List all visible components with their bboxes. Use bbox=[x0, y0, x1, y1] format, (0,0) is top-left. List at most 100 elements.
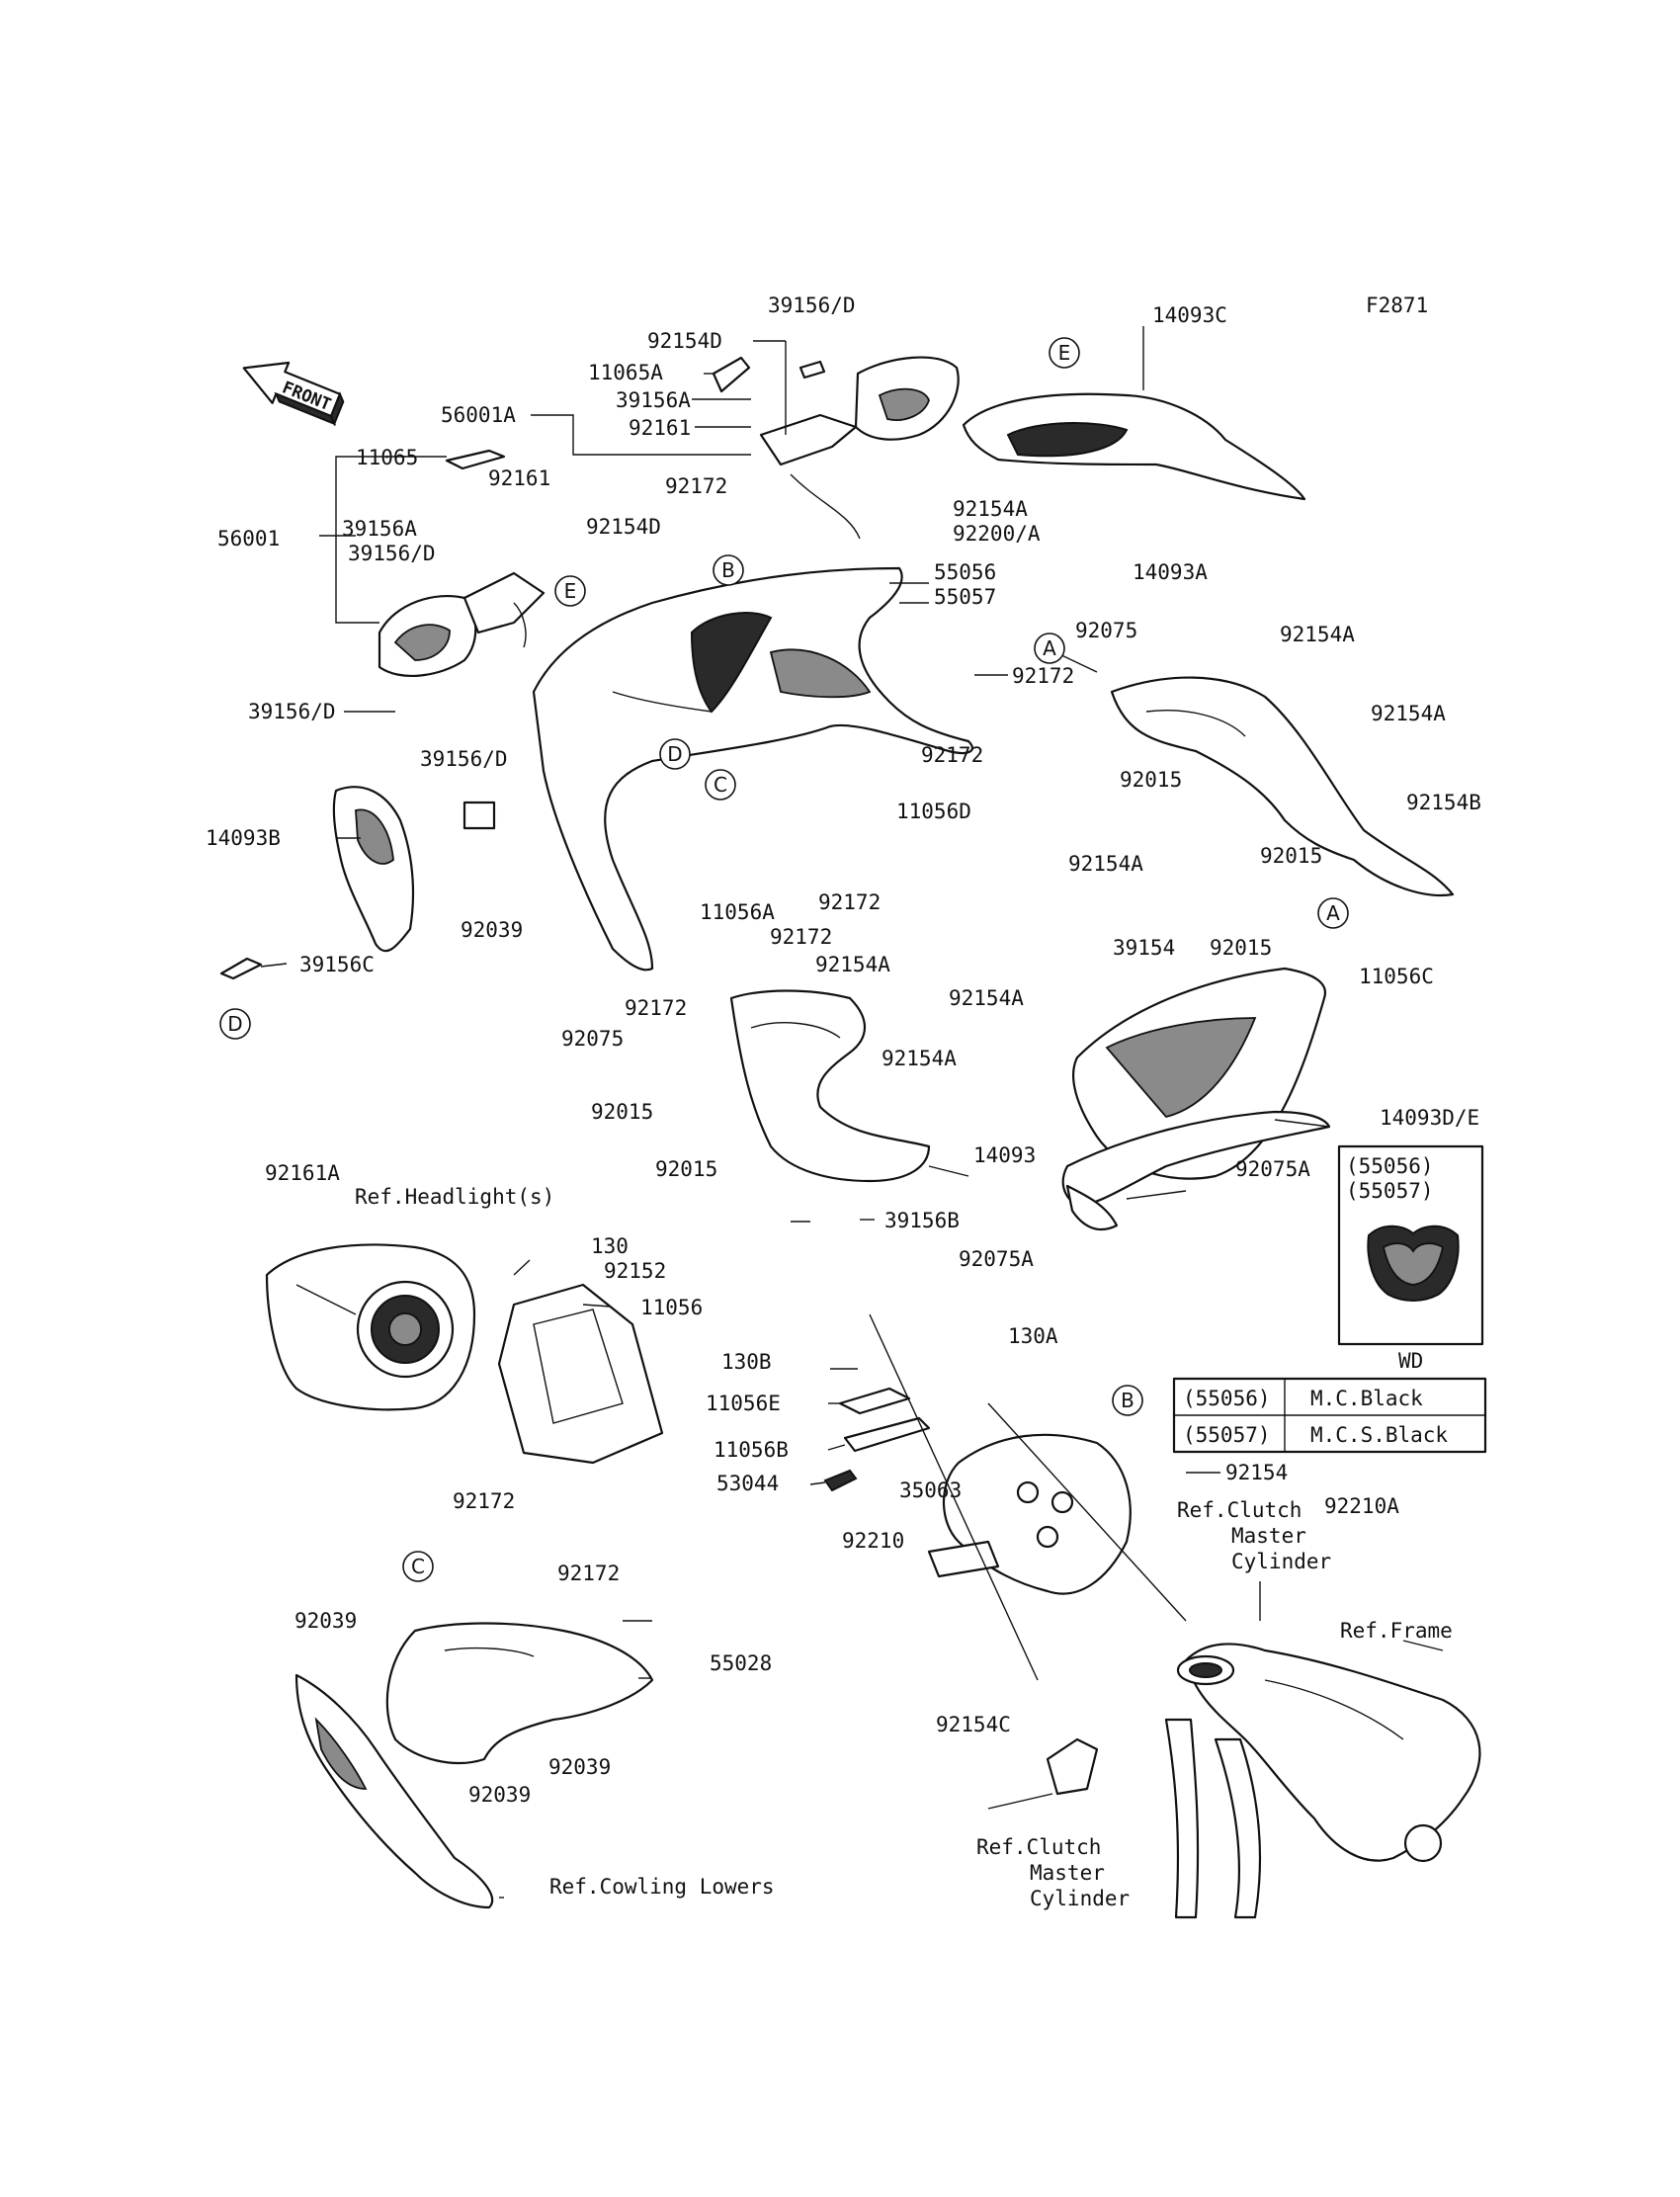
label-92015-r2: 92015 bbox=[1260, 844, 1322, 868]
label-39156D-top: 39156/D bbox=[768, 294, 856, 317]
label-130A: 130A bbox=[1008, 1324, 1058, 1348]
svg-text:C: C bbox=[714, 773, 727, 797]
label-92154A-c3: 92154A bbox=[882, 1047, 957, 1070]
bracket-11056E-11056B bbox=[823, 1387, 931, 1492]
svg-text:B: B bbox=[1121, 1389, 1134, 1412]
front-arrow-icon: FRONT bbox=[242, 361, 345, 427]
svg-text:A: A bbox=[1326, 901, 1340, 925]
label-92172-top: 92172 bbox=[665, 474, 727, 498]
label-92015-r: 92015 bbox=[1120, 768, 1182, 792]
label-92161A: 92161A bbox=[265, 1161, 340, 1185]
label-92172-b1: 92172 bbox=[453, 1489, 515, 1513]
callout-D-1: D bbox=[659, 738, 691, 770]
ref-headlights: Ref.Headlight(s) bbox=[355, 1185, 554, 1209]
label-11056E: 11056E bbox=[706, 1392, 781, 1415]
label-92152: 92152 bbox=[604, 1259, 666, 1283]
label-14093DE: 14093D/E bbox=[1380, 1106, 1479, 1130]
label-53044: 53044 bbox=[716, 1472, 779, 1495]
label-39156D-left: 39156/D bbox=[348, 542, 436, 565]
ref-clutch-top-1: Ref.Clutch bbox=[1177, 1498, 1302, 1522]
inner-panel-14093 bbox=[729, 989, 931, 1183]
label-11056C: 11056C bbox=[1359, 965, 1434, 988]
label-92172-b2: 92172 bbox=[557, 1562, 620, 1585]
label-11065: 11065 bbox=[356, 446, 418, 469]
mirror-right bbox=[759, 356, 960, 540]
label-92075-r: 92075 bbox=[1075, 619, 1137, 642]
callout-C-1: C bbox=[705, 769, 736, 801]
inner-panel-14093C bbox=[962, 392, 1306, 501]
callout-B-2: B bbox=[1112, 1385, 1143, 1416]
label-11056: 11056 bbox=[640, 1296, 703, 1319]
label-92039-b2: 92039 bbox=[548, 1755, 611, 1779]
label-92154A-r3: 92154A bbox=[1068, 852, 1143, 876]
ref-cowling-lowers: Ref.Cowling Lowers bbox=[549, 1875, 775, 1899]
label-14093A: 14093A bbox=[1133, 560, 1208, 584]
label-92039-b1: 92039 bbox=[294, 1609, 357, 1633]
reference-labels: Ref.Headlight(s) Ref.Clutch Master Cylin… bbox=[355, 1185, 1453, 1910]
label-92075A-2: 92075A bbox=[959, 1247, 1034, 1271]
trim-14093DE bbox=[1061, 1110, 1331, 1231]
side-panel-14093B bbox=[332, 786, 415, 953]
label-92161-left: 92161 bbox=[488, 466, 550, 490]
label-11056B: 11056B bbox=[714, 1438, 789, 1462]
stay-35063 bbox=[927, 1433, 1132, 1595]
label-92154B: 92154B bbox=[1406, 791, 1481, 814]
headlight-assembly bbox=[265, 1243, 476, 1411]
label-92172-mid2: 92172 bbox=[921, 743, 983, 767]
label-92015-c1: 92015 bbox=[591, 1100, 653, 1124]
label-55056: 55056 bbox=[934, 560, 996, 584]
label-92039-b3: 92039 bbox=[468, 1783, 531, 1807]
label-55028: 55028 bbox=[710, 1651, 772, 1675]
color-row-2-code: (55057) bbox=[1183, 1423, 1271, 1447]
lower-cowling bbox=[294, 1673, 494, 1909]
ref-clutch-bot-1: Ref.Clutch bbox=[976, 1835, 1101, 1859]
label-92039-l: 92039 bbox=[461, 918, 523, 942]
bracket-11065 bbox=[445, 449, 506, 470]
label-92172-c3: 92172 bbox=[625, 996, 687, 1020]
label-39156D-mid: 39156/D bbox=[248, 700, 336, 723]
bracket-11056 bbox=[497, 1283, 664, 1465]
label-92154A-top: 92154A bbox=[953, 497, 1028, 521]
label-55057: 55057 bbox=[934, 585, 996, 609]
ref-frame: Ref.Frame bbox=[1340, 1619, 1453, 1643]
pad-39156D-top bbox=[798, 360, 826, 380]
label-11056D: 11056D bbox=[896, 800, 971, 823]
side-panel-14093A bbox=[1110, 676, 1455, 896]
label-130: 130 bbox=[591, 1234, 629, 1258]
upper-cowl bbox=[532, 566, 973, 972]
clutch-bracket-92154C bbox=[1046, 1737, 1099, 1796]
color-row-1-color: M.C.Black bbox=[1310, 1387, 1423, 1410]
label-92154A-c2: 92154A bbox=[949, 986, 1024, 1010]
label-92154C: 92154C bbox=[936, 1713, 1011, 1736]
svg-text:E: E bbox=[564, 579, 577, 603]
label-92154D-left: 92154D bbox=[586, 515, 661, 539]
wd-line1: (55056) bbox=[1346, 1154, 1434, 1178]
ref-clutch-bot-2: Master bbox=[1030, 1861, 1105, 1885]
label-39156A-left: 39156A bbox=[342, 517, 417, 541]
wd-box: (55056) (55057) WD bbox=[1337, 1144, 1484, 1373]
callout-E-1: E bbox=[1049, 337, 1080, 369]
inner-panel-55028 bbox=[385, 1622, 654, 1765]
frame bbox=[1164, 1643, 1481, 1919]
pad-39156D-low bbox=[462, 801, 496, 830]
svg-text:B: B bbox=[721, 558, 735, 582]
part-labels: 39156/D 92154D 11065A 39156A 92161 56001… bbox=[206, 294, 1481, 1807]
ref-clutch-top-2: Master bbox=[1231, 1524, 1306, 1548]
label-14093C: 14093C bbox=[1152, 303, 1227, 327]
svg-text:D: D bbox=[227, 1012, 242, 1036]
wd-line2: (55057) bbox=[1346, 1179, 1434, 1203]
label-92154: 92154 bbox=[1225, 1461, 1288, 1484]
label-14093B: 14093B bbox=[206, 826, 281, 850]
callout-A-2: A bbox=[1317, 897, 1349, 929]
callout-E-2: E bbox=[554, 575, 586, 607]
figure-code: F2871 bbox=[1366, 294, 1428, 317]
label-92015-c2: 92015 bbox=[655, 1157, 717, 1181]
label-92075-c: 92075 bbox=[561, 1027, 624, 1051]
svg-text:E: E bbox=[1058, 341, 1071, 365]
label-92210A: 92210A bbox=[1324, 1494, 1399, 1518]
label-92172-mid: 92172 bbox=[1012, 664, 1074, 688]
label-92154D-top: 92154D bbox=[647, 329, 722, 353]
label-56001A: 56001A bbox=[441, 403, 516, 427]
ref-clutch-bot-3: Cylinder bbox=[1030, 1887, 1130, 1910]
